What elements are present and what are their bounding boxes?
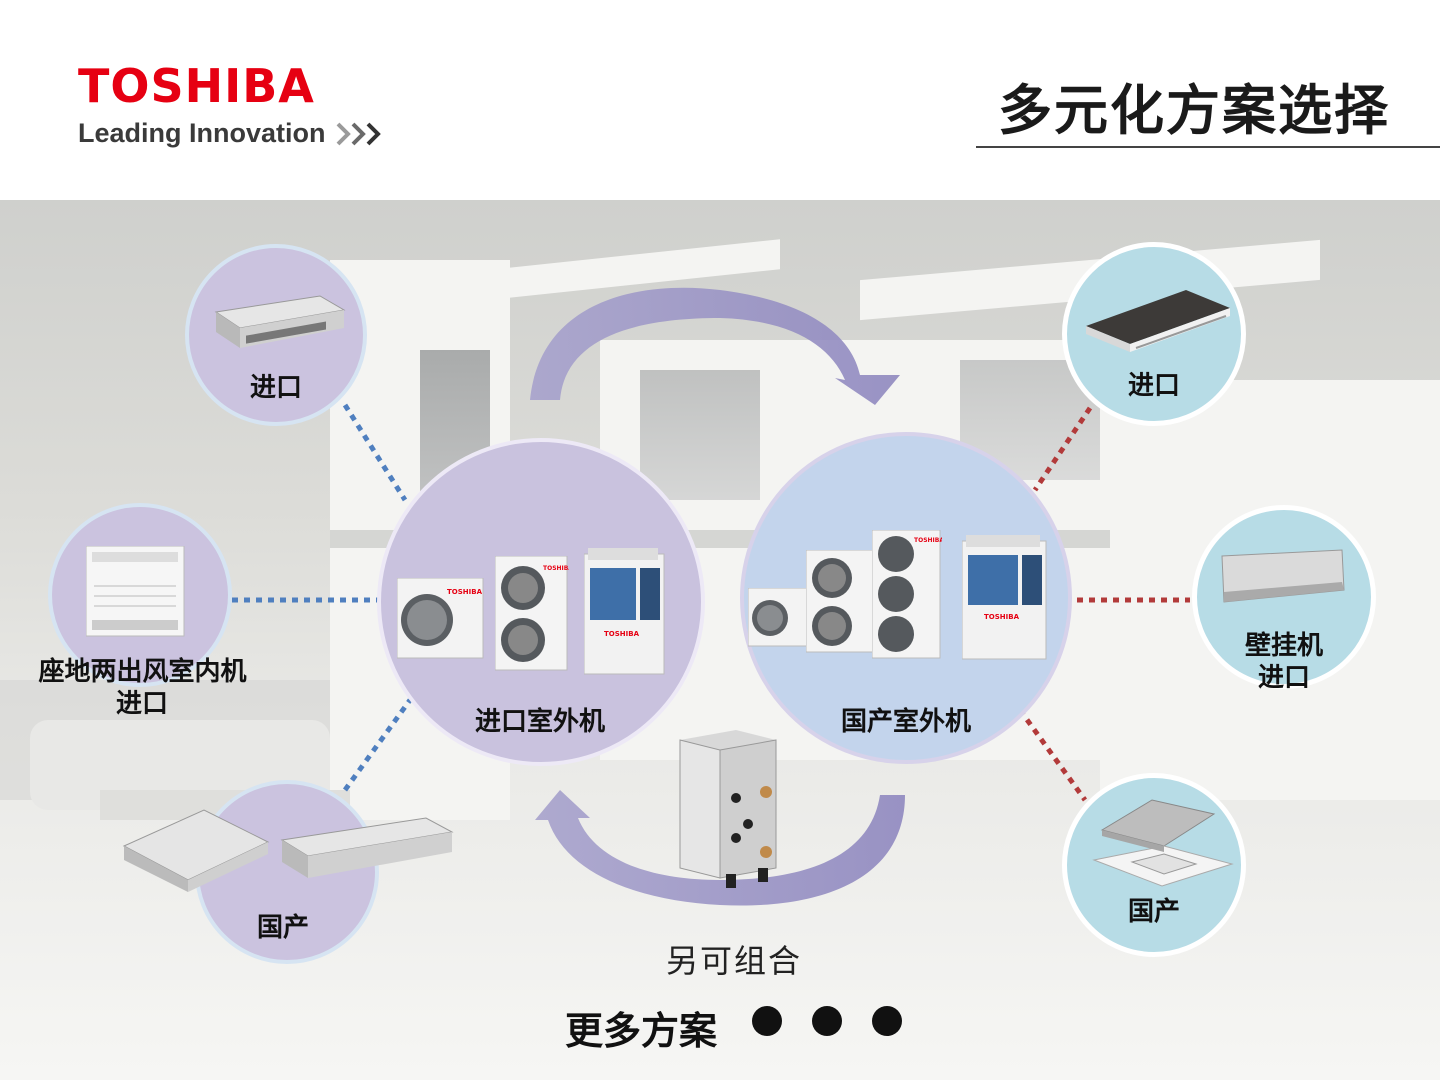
brand-name: TOSHIBA <box>78 59 315 113</box>
page-title: 多元化方案选择 <box>998 79 1390 142</box>
one-way-cassette-label: 进口 <box>1127 371 1180 401</box>
link-duct-imported <box>342 403 408 502</box>
title-underline <box>976 146 1440 148</box>
water-module-icon <box>676 728 780 896</box>
four-way-cassette-label: 国产 <box>1127 897 1180 927</box>
link-duct-domestic <box>342 698 413 792</box>
outdoor-unit-vrf-icon: TOSHIBA <box>583 548 666 680</box>
wall-mounted-circle <box>1192 505 1376 689</box>
slide-header: TOSHIBA Leading Innovation 多元化方案选择 <box>0 0 1440 200</box>
wall-mounted-label-line2: 进口 <box>1257 663 1310 693</box>
bottom-cycle-arrow <box>535 790 905 906</box>
duct-unit-icon <box>114 806 270 898</box>
ellipsis-dot <box>872 1006 902 1036</box>
floor-console-icon <box>85 545 186 642</box>
one-way-cassette-icon <box>1080 286 1232 362</box>
outdoor-unit-double-fan-icon: TOSHIBA <box>494 555 573 676</box>
four-way-cassette-icon <box>1092 790 1236 894</box>
svg-text:TOSHIBA: TOSHIBA <box>543 565 569 572</box>
triple-chevron-icon <box>336 122 381 145</box>
outdoor-unit-small-icon <box>747 587 810 652</box>
brand-tagline: Leading Innovation <box>78 118 386 149</box>
combine-option-text: 另可组合 <box>666 942 803 980</box>
duct-unit-icon <box>276 812 454 888</box>
top-cycle-arrow <box>530 287 900 405</box>
imported-outdoor-label: 进口室外机 <box>474 707 605 737</box>
svg-text:TOSHIBA: TOSHIBA <box>447 588 483 596</box>
outdoor-unit-triple-fan-icon: TOSHIBA <box>871 529 944 664</box>
duct-imported-label: 进口 <box>249 373 302 403</box>
more-solutions-text: 更多方案 <box>565 1009 718 1053</box>
link-four-way-cassette <box>1017 708 1088 802</box>
floor-imported-label-line1: 座地两出风室内机 <box>38 657 247 687</box>
outdoor-unit-vrf-icon: TOSHIBA <box>961 535 1048 665</box>
ellipsis-dot <box>812 1006 842 1036</box>
svg-text:TOSHIBA: TOSHIBA <box>914 537 942 544</box>
svg-text:TOSHIBA: TOSHIBA <box>604 630 640 638</box>
duct-domestic-label: 国产 <box>256 913 309 943</box>
outdoor-unit-small-icon: TOSHIBA <box>396 577 485 664</box>
link-one-way-cassette <box>1032 406 1093 492</box>
domestic-outdoor-label: 国产室外机 <box>840 707 971 737</box>
svg-text:TOSHIBA: TOSHIBA <box>984 613 1020 621</box>
wall-mounted-icon <box>1218 546 1348 612</box>
floor-imported-label-line2: 进口 <box>115 689 168 719</box>
toshiba-logo: TOSHIBA Leading Innovation <box>78 60 386 149</box>
ellipsis-dot <box>752 1006 782 1036</box>
duct-unit-icon <box>210 288 346 356</box>
outdoor-unit-double-fan-icon <box>805 549 876 658</box>
tagline-text: Leading Innovation <box>78 118 326 148</box>
wall-mounted-label-line1: 壁挂机 <box>1244 631 1323 661</box>
